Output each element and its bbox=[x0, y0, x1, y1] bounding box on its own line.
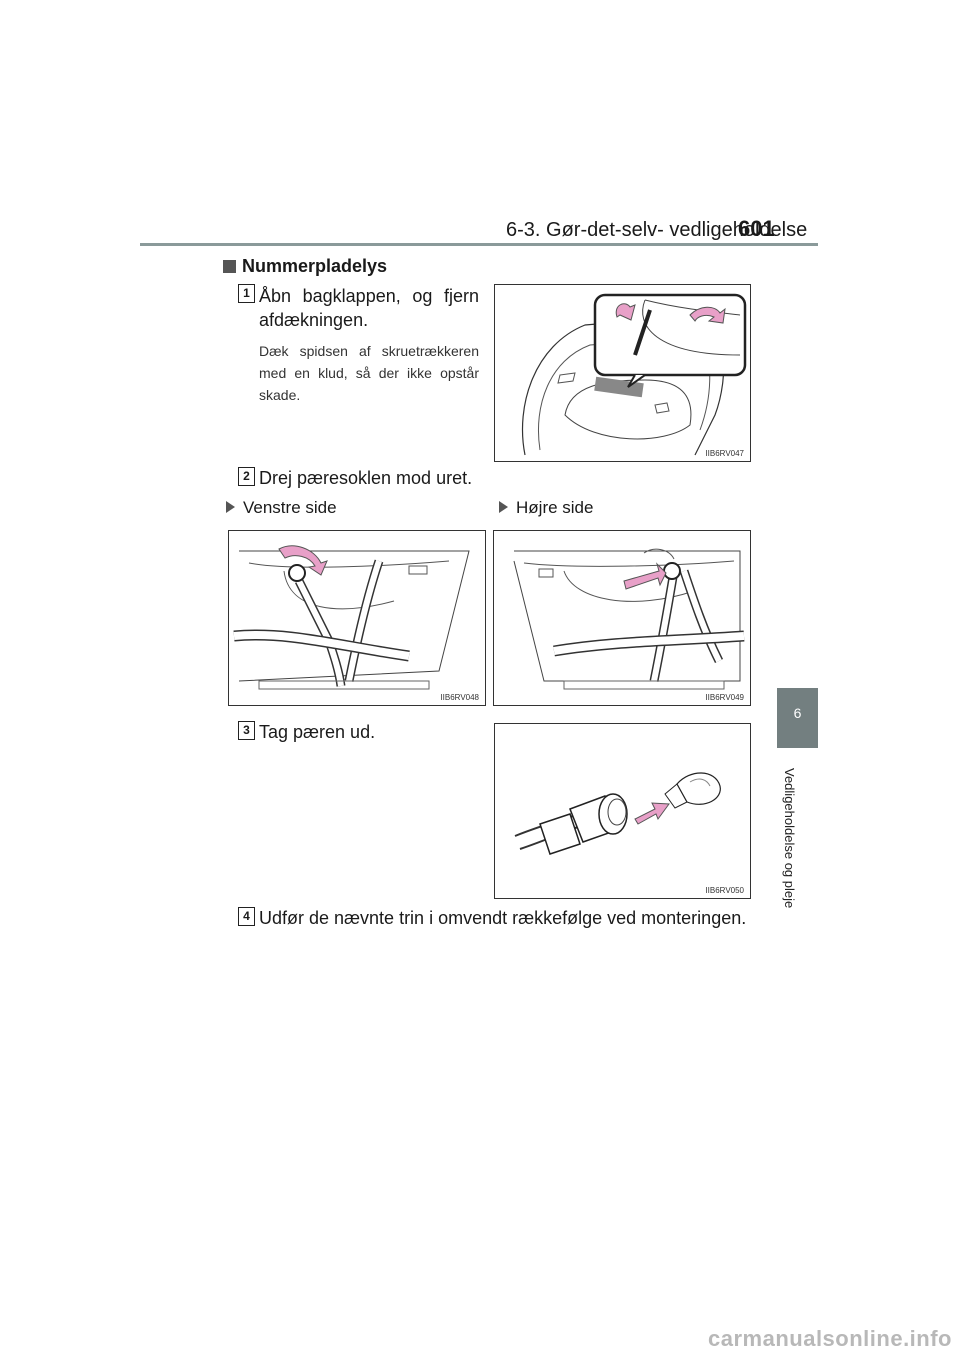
tailgate-illustration bbox=[521, 293, 747, 456]
step-badge-4: 4 bbox=[238, 907, 255, 926]
section-heading: Nummerpladelys bbox=[223, 256, 387, 277]
figure-code: IIB6RV048 bbox=[440, 693, 479, 702]
chapter-tab: 6 bbox=[777, 688, 818, 748]
step-4-text: Udfør de nævnte trin i omvendt rækkefølg… bbox=[259, 908, 747, 928]
figure-right-side: IIB6RV049 bbox=[493, 530, 751, 706]
right-socket-illustration bbox=[513, 548, 745, 690]
step-3-text: Tag pæren ud. bbox=[259, 722, 376, 742]
figure-open-tailgate: IIB6RV047 bbox=[494, 284, 751, 462]
figure-remove-bulb: IIB6RV050 bbox=[494, 723, 751, 899]
step-1-note: Dæk spidsen af skruetrækkeren med en klu… bbox=[259, 343, 479, 403]
figure-left-side: IIB6RV048 bbox=[228, 530, 486, 706]
section-title: 6-3. Gør-det-selv- vedligeholdelse bbox=[506, 219, 808, 241]
figure-code: IIB6RV050 bbox=[705, 886, 744, 895]
label-right-side: Højre side bbox=[499, 498, 593, 518]
step-1-text: Åbn bagklappen, og fjern afdækningen. bbox=[259, 286, 479, 330]
step-2-text: Drej pæresoklen mod uret. bbox=[259, 468, 473, 488]
figure-code: IIB6RV049 bbox=[705, 693, 744, 702]
step-badge-2: 2 bbox=[238, 467, 255, 486]
bulb-illustration bbox=[514, 772, 721, 855]
step-badge-3: 3 bbox=[238, 721, 255, 740]
label-left-side: Venstre side bbox=[226, 498, 337, 518]
triangle-bullet-icon bbox=[499, 501, 508, 513]
header-rule bbox=[140, 243, 818, 246]
square-bullet-icon bbox=[223, 260, 236, 273]
watermark: carmanualsonline.info bbox=[708, 1326, 952, 1351]
page-number: 601 bbox=[738, 216, 775, 241]
figure-code: IIB6RV047 bbox=[705, 449, 744, 458]
triangle-bullet-icon bbox=[226, 501, 235, 513]
left-socket-illustration bbox=[233, 545, 470, 690]
step-badge-1: 1 bbox=[238, 284, 255, 303]
chapter-label: Vedligeholdelse og pleje bbox=[782, 768, 797, 909]
